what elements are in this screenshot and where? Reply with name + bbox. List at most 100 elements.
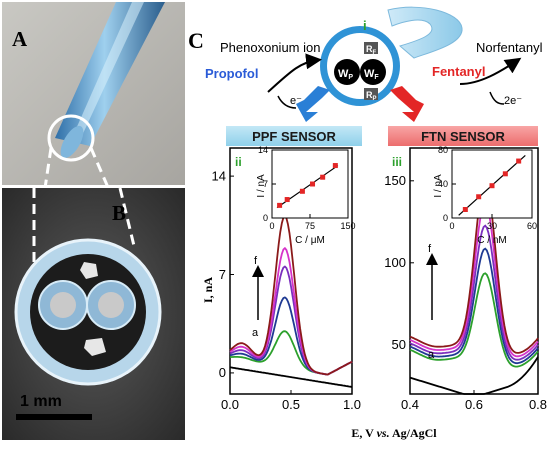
ftn-voltammogram-xtick-label: 0.8 [529,397,547,412]
ppf-voltammogram-curve-c [229,296,353,376]
ftn-arrow-a-label: a [428,349,435,361]
rp-electrode [364,88,378,100]
ppf-calibration-inset-point [299,188,305,194]
zoom-circle [47,114,95,162]
ppf-inset-ylabel: I / nA [256,174,267,198]
schematic-index: i [363,18,367,33]
tube-highlight [72,2,144,140]
ftn-voltammogram-ytick-label: 50 [392,337,406,352]
ftn-voltammogram-xtick-label: 0.6 [465,397,483,412]
ppf-calibration-inset-xtick-label: 150 [340,221,355,231]
ppf-inset-xlabel: C / μM [295,235,325,246]
panel-c-label: C [188,28,204,53]
ppf-sensor-label: PPF SENSOR [252,129,336,144]
ftn-inset-xlabel: C / nM [477,235,506,246]
ppf-calibration-inset-point [332,163,338,169]
ftn-calibration-inset-point [476,194,482,200]
ftn-calibration-inset-point [502,171,508,177]
ftn-calibration-inset-point [516,158,522,164]
rp-label: RP [366,90,377,102]
ppf-calibration-inset-point [277,202,283,208]
ppf-plot-index: ii [235,155,242,169]
ftn-calibration-inset-point [462,207,468,212]
ftn-sensor-banner [388,126,538,146]
ppf-voltammogram-xtick-label: 0.5 [282,397,300,412]
ftn-voltammogram-curve-e [409,201,539,358]
ppf-calibration-inset-point [320,174,326,180]
ppf-calibration-inset-xtick-label: 0 [269,221,274,231]
propofol-label: Propofol [205,66,258,81]
phenoxonium-label: Phenoxonium ion [220,40,320,55]
ppf-calibration-inset-ytick-label: 14 [258,145,268,155]
fentanyl-electrons: 2e⁻ [504,95,522,107]
norfentanyl-label: Norfentanyl [476,40,543,55]
ppf-arrow-a-label: a [252,327,259,339]
panel-b: B 1 mm [2,187,185,440]
ppf-voltammogram-ytick-label: 14 [212,168,226,183]
ftn-sensor-label: FTN SENSOR [421,129,505,144]
ppf-voltammogram-xtick-label: 0.0 [221,397,239,412]
ppf-calibration-inset-point [284,197,290,203]
ftn-calibration-inset-ytick-label: 0 [443,213,448,223]
ftn-calibration-inset-ytick-label: 40 [438,179,448,189]
ftn-voltammogram-curve-d [409,224,539,361]
ppf-voltammogram-ytick-label: 7 [219,267,226,282]
fentanyl-label: Fentanyl [432,64,485,79]
propofol-reaction-arrow [267,53,322,93]
ppf-voltammogram-ytick-label: 0 [219,365,226,380]
ftn-calibration-inset-ytick-label: 80 [438,145,448,155]
fentanyl-reaction-arrow [459,57,522,85]
arrow-to-ftn-sensor [390,86,424,122]
ppf-voltammogram-curve-a [229,366,353,388]
rf-label: RF [366,44,377,56]
arrow-to-ppf-sensor [296,86,330,122]
scale-bar [16,414,92,420]
ppf-voltammogram-curve-f [229,214,353,376]
ppf-sensor-banner [226,126,362,146]
ftn-plot-index: iii [392,155,402,169]
ftn-calibration-inset-point [489,183,495,189]
ppf-curves [229,214,353,388]
ftn-voltammogram-curve-f [409,178,539,354]
ftn-calibration-inset-xtick-label: 0 [449,221,454,231]
wf-label: WF [364,68,379,81]
ftn-voltammogram-ytick-label: 150 [384,173,406,188]
electron-arrow-right [489,91,505,105]
ftn-curves [409,178,539,395]
ftn-axis-ticks: 0.4 0.6 0.8 50 100 150 [384,173,547,412]
ftn-voltammogram-ytick-label: 100 [384,255,406,270]
ppf-calibration-inset-xtick-label: 75 [305,221,315,231]
electron-arrow-left [277,95,297,109]
propofol-electrons: e⁻ [290,95,302,107]
tube-tip [60,125,84,159]
ftn-calibration-inset-xtick-label: 30 [487,221,497,231]
ftn-voltammogram-curve-a [409,356,539,395]
ppf-arrow-f-label: f [254,255,258,267]
wf-electrode [360,59,386,85]
sensor-schematic: i WP WF RF RP [296,6,463,122]
y-axis-label: I, nA [201,277,215,303]
reference-electrode-top [80,262,98,279]
reference-electrode-bottom [84,338,106,356]
tube-photo [55,2,165,159]
working-electrode-left-core [50,292,76,318]
ftn-voltammogram-xtick-label: 0.4 [401,397,419,412]
panel-a-label: A [12,27,28,51]
ppf-calibration-inset-ytick-label: 7 [263,179,268,189]
panel-b-label: B [112,201,126,225]
rf-electrode [364,42,378,54]
scale-bar-label: 1 mm [20,393,62,410]
ftn-arrow-f-label: f [428,243,432,255]
wp-electrode [334,59,360,85]
ftn-voltammogram-curve-c [409,247,539,365]
ppf-inset-frame [271,149,349,219]
ftn-inset-ylabel: I / nA [433,174,444,198]
x-axis-label: E, V vs. Ag/AgCl [351,426,437,440]
zoom-line-right-lower [118,187,137,251]
